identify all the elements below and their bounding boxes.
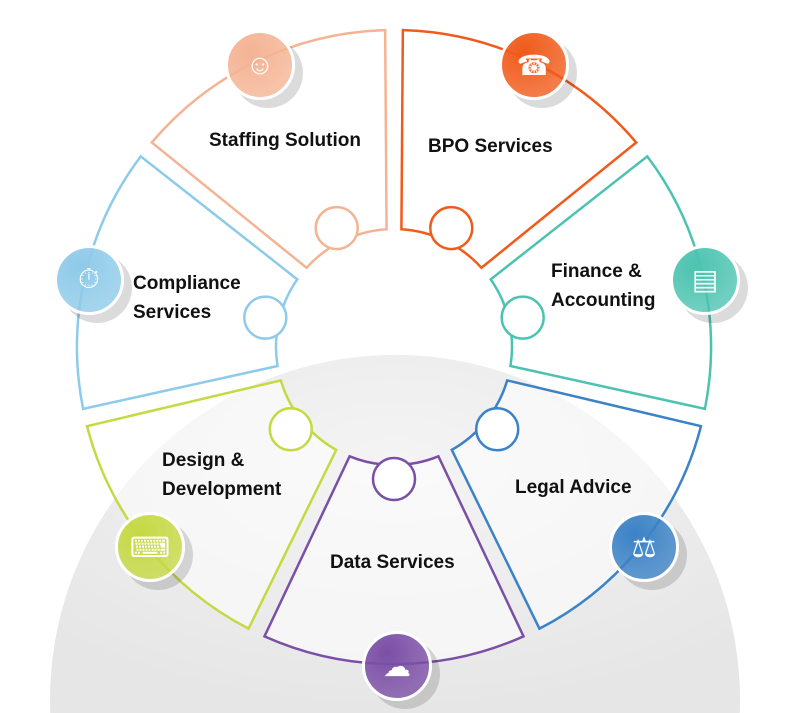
connector-legal bbox=[474, 407, 520, 452]
label-design-line2: Development bbox=[162, 479, 282, 500]
label-bpo: BPO Services bbox=[428, 136, 553, 157]
connector-design bbox=[268, 407, 314, 452]
scales-hand-icon: ⚖ bbox=[609, 512, 680, 583]
report-chart-icon: ▤ bbox=[670, 244, 741, 315]
monitor-code-icon: ⌨ bbox=[114, 512, 185, 583]
label-design: Design & Development bbox=[162, 446, 281, 504]
connector-staffing bbox=[314, 205, 359, 251]
connector-bpo bbox=[429, 205, 474, 251]
label-compliance-line1: Compliance bbox=[133, 273, 241, 294]
team-people-icon: ☺ bbox=[224, 30, 295, 101]
label-compliance-line2: Services bbox=[133, 302, 212, 323]
label-finance-line2: Accounting bbox=[551, 290, 656, 311]
label-design-line1: Design & bbox=[162, 450, 245, 471]
connector-compliance bbox=[243, 295, 288, 340]
label-staffing: Staffing Solution bbox=[209, 130, 361, 151]
label-finance-line1: Finance & bbox=[551, 261, 642, 282]
connector-finance bbox=[500, 295, 545, 340]
label-data: Data Services bbox=[330, 552, 455, 573]
document-clock-icon: ⏱ bbox=[53, 244, 124, 315]
connector-data bbox=[371, 456, 417, 502]
label-finance: Finance & Accounting bbox=[551, 257, 656, 315]
label-legal: Legal Advice bbox=[515, 477, 632, 498]
cloud-network-icon: ☁ bbox=[362, 631, 432, 701]
headset-agent-icon: ☎ bbox=[499, 30, 570, 101]
